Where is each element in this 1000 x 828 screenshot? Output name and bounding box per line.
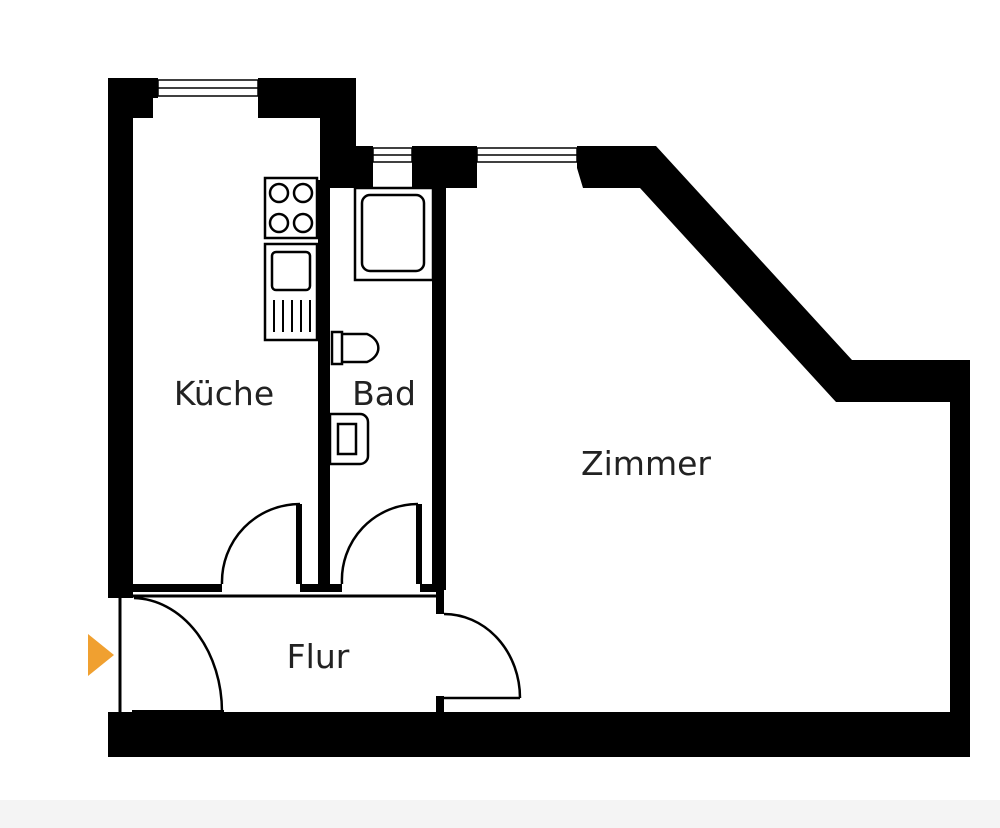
entrance-arrow-icon [88, 634, 114, 676]
room-label-kueche: Küche [174, 374, 274, 413]
kitchen-fixtures [263, 176, 319, 342]
kitchen-left-wall [108, 78, 133, 598]
hallway-outline [118, 594, 436, 712]
room-right-wall [950, 360, 970, 752]
walls [108, 78, 970, 757]
kitchen-bath-partition [318, 180, 330, 590]
room-label-bad: Bad [352, 374, 416, 413]
room-top-diagonal-wall [577, 146, 970, 402]
doors [132, 502, 522, 716]
windows [157, 79, 578, 163]
room-label-flur: Flur [287, 637, 350, 676]
bottom-wall [108, 712, 970, 757]
bath-fixtures [328, 186, 435, 466]
toilet-icon [330, 330, 380, 366]
bath-sink-icon [328, 412, 370, 466]
bath-room-partition [432, 180, 446, 590]
room-label-zimmer: Zimmer [581, 444, 711, 483]
footer-strip [0, 800, 1000, 828]
bath-door [416, 504, 422, 584]
